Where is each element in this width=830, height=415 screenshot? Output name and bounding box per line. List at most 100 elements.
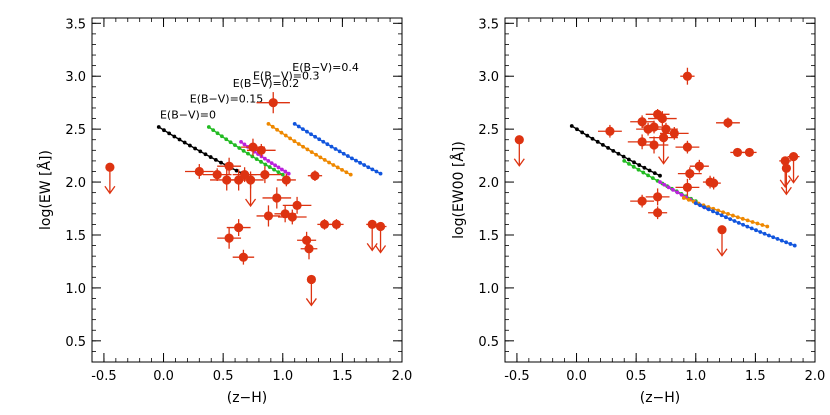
model-track-point bbox=[350, 156, 354, 161]
data-point bbox=[307, 170, 323, 182]
model-track-point bbox=[650, 176, 655, 181]
model-track-point bbox=[745, 218, 750, 223]
model-track-point bbox=[370, 167, 375, 172]
data-marker bbox=[732, 147, 743, 158]
model-track-point bbox=[767, 233, 771, 238]
data-point bbox=[262, 187, 292, 209]
data-marker bbox=[238, 252, 249, 262]
x-tick-label: 0.5 bbox=[213, 369, 234, 384]
y-tick-label: 2.0 bbox=[65, 176, 86, 191]
model-track-point bbox=[276, 165, 281, 170]
model-track-point bbox=[666, 185, 671, 190]
data-marker bbox=[319, 219, 330, 229]
x-tick-label: -0.5 bbox=[91, 369, 116, 384]
model-track-point bbox=[341, 151, 346, 156]
model-track-point bbox=[719, 213, 724, 218]
data-point bbox=[716, 225, 728, 257]
data-point bbox=[329, 219, 344, 230]
data-point bbox=[374, 221, 387, 254]
y-tick-label: 2.0 bbox=[478, 176, 499, 191]
x-tick-label: 0.0 bbox=[566, 369, 587, 384]
data-point bbox=[256, 92, 290, 114]
model-track-point bbox=[771, 235, 776, 240]
model-track-point bbox=[317, 137, 322, 142]
model-track-point bbox=[182, 140, 187, 145]
model-track-point bbox=[702, 205, 707, 210]
model-track-point bbox=[234, 168, 239, 173]
model-track-point bbox=[211, 128, 216, 133]
upper-limit-arrowhead bbox=[305, 298, 317, 307]
model-track-point bbox=[760, 223, 765, 227]
model-track-line bbox=[695, 202, 795, 247]
data-point bbox=[780, 163, 792, 196]
data-marker bbox=[367, 219, 377, 229]
model-track-line bbox=[294, 123, 381, 175]
data-marker bbox=[781, 163, 791, 173]
model-track-point bbox=[340, 167, 344, 172]
data-marker bbox=[682, 71, 693, 81]
data-marker bbox=[263, 211, 274, 221]
model-track-point bbox=[779, 238, 784, 243]
data-point bbox=[689, 159, 709, 173]
data-marker bbox=[682, 182, 693, 192]
data-marker bbox=[709, 178, 719, 188]
model-track-point bbox=[784, 240, 789, 245]
model-track-point bbox=[275, 127, 280, 132]
y-axis-title: log(EW00 [Å]) bbox=[450, 141, 467, 239]
upper-limit-arrowhead bbox=[375, 245, 387, 254]
model-track-point bbox=[755, 221, 760, 226]
plot-frame bbox=[504, 17, 816, 363]
x-tick-label: 1.0 bbox=[272, 369, 293, 384]
model-track-point bbox=[731, 213, 735, 218]
model-track-point bbox=[580, 130, 585, 135]
data-point bbox=[716, 117, 740, 129]
data-point bbox=[248, 166, 282, 184]
data-point bbox=[305, 274, 317, 307]
data-point bbox=[706, 176, 721, 190]
model-track-point bbox=[259, 159, 263, 164]
data-marker bbox=[649, 140, 659, 150]
track-annotation: E(B−V)=0.4 bbox=[292, 61, 359, 74]
model-track-point bbox=[215, 131, 220, 136]
model-track-point bbox=[721, 210, 726, 215]
data-marker bbox=[605, 126, 615, 136]
model-track-point bbox=[188, 143, 192, 148]
data-marker bbox=[744, 147, 755, 158]
model-track-point bbox=[641, 170, 646, 175]
model-track-point bbox=[611, 148, 616, 153]
model-track-point bbox=[288, 136, 293, 141]
y-tick-label: 3.0 bbox=[478, 70, 499, 85]
data-marker bbox=[292, 200, 302, 210]
data-marker bbox=[224, 161, 234, 171]
y-tick-label: 0.5 bbox=[65, 335, 86, 350]
model-track-point bbox=[750, 220, 755, 224]
data-marker bbox=[224, 233, 234, 243]
y-tick-label: 1.5 bbox=[478, 229, 499, 244]
model-track-point bbox=[233, 143, 237, 148]
data-point bbox=[247, 143, 276, 157]
upper-limit-arrowhead bbox=[788, 175, 800, 184]
model-track-point bbox=[292, 139, 297, 144]
data-point bbox=[677, 167, 702, 180]
x-tick-label: 1.5 bbox=[332, 369, 353, 384]
data-point bbox=[278, 209, 307, 225]
data-marker bbox=[256, 145, 266, 155]
model-track-point bbox=[162, 128, 166, 133]
x-axis-title: (z−H) bbox=[227, 390, 268, 406]
y-axis-title: log(EW [Å]) bbox=[37, 150, 54, 230]
model-track-point bbox=[788, 242, 793, 246]
upper-limit-arrowhead bbox=[104, 185, 116, 195]
model-track-point bbox=[358, 160, 362, 165]
model-track-point bbox=[728, 217, 733, 222]
x-tick-label: -0.5 bbox=[504, 369, 529, 384]
model-track-point bbox=[636, 167, 641, 172]
model-track-point bbox=[272, 167, 276, 172]
data-point bbox=[217, 227, 242, 249]
x-tick-label: 0.0 bbox=[153, 369, 174, 384]
model-track-point bbox=[335, 165, 340, 170]
model-track-point bbox=[627, 161, 631, 166]
model-track-point bbox=[646, 173, 650, 178]
model-track-point bbox=[301, 144, 306, 149]
model-track-point bbox=[792, 243, 797, 248]
data-marker bbox=[248, 142, 258, 152]
